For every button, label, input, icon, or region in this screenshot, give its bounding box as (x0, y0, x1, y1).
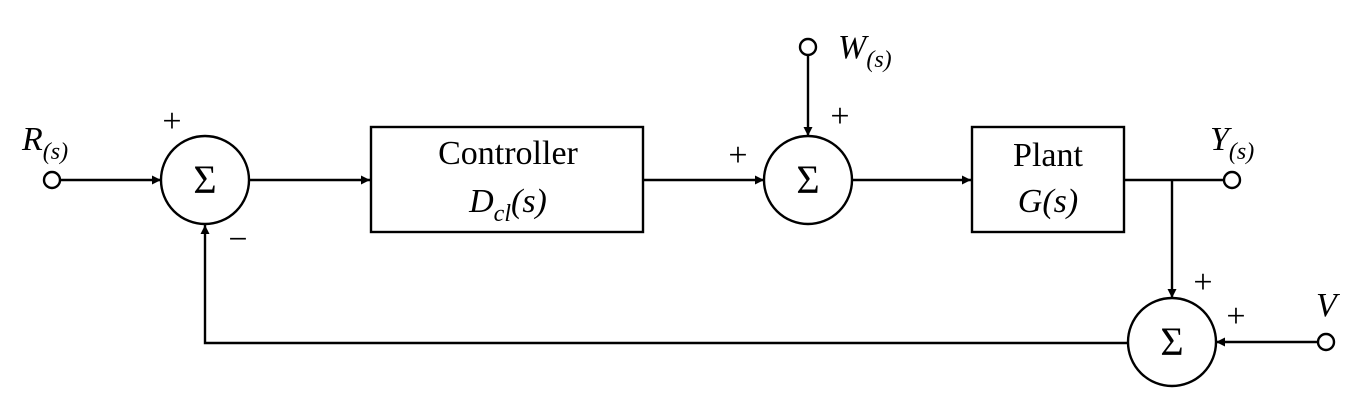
sign-label: + (162, 103, 181, 140)
terminal-w (798, 37, 818, 57)
summing-junction-error (159, 134, 251, 226)
sign-label: − (228, 221, 247, 258)
summing-junction-sensor (1126, 296, 1218, 388)
plant-transfer-function: G(s) (1018, 183, 1078, 220)
sign-label: + (830, 98, 849, 135)
terminal-y (1222, 170, 1242, 190)
sigma-symbol: Σ (193, 157, 216, 202)
controller-title: Controller (438, 135, 578, 172)
terminal-r (42, 170, 62, 190)
wire-feedback (200, 225, 1128, 345)
signal-label-r: R(s) (21, 121, 68, 165)
signal-label-v: V (1316, 287, 1341, 324)
terminal-v (1316, 332, 1336, 352)
sign-label: + (728, 137, 747, 174)
sigma-symbol: Σ (1160, 319, 1183, 364)
signal-label-y: Y(s) (1210, 121, 1254, 165)
controller-transfer-function: Dcl(s) (468, 183, 547, 227)
plant-block (970, 125, 1126, 234)
sigma-symbol: Σ (796, 157, 819, 202)
signal-label-w: W(s) (838, 29, 892, 73)
sign-label: + (1193, 264, 1212, 301)
sign-label: + (1226, 298, 1245, 335)
plant-title: Plant (1013, 137, 1083, 174)
summing-junction-disturbance (762, 134, 854, 226)
controller-block (369, 125, 645, 234)
